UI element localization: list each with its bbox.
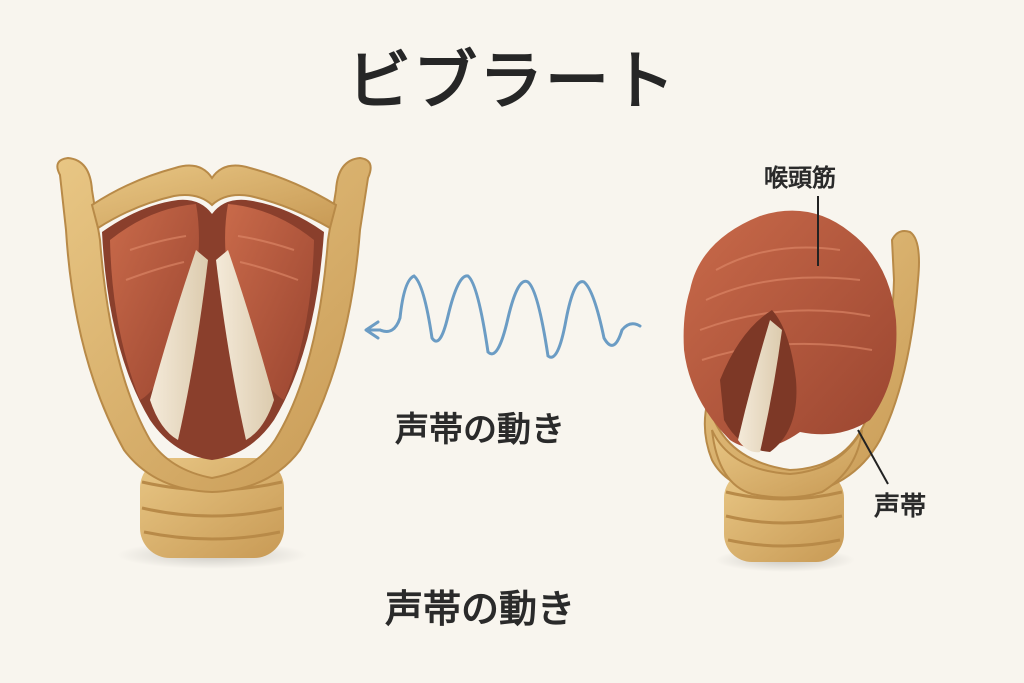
vocal-cord-side-view <box>738 320 782 453</box>
label-laryngeal-muscle: 喉頭筋 <box>764 164 836 192</box>
bottom-caption: 声帯の動き <box>384 587 575 631</box>
label-vocal-cords: 声帯 <box>873 492 926 522</box>
thyroid-cartilage-left <box>56 156 372 494</box>
wave-label: 声帯の動き <box>395 410 565 450</box>
vibration-wave <box>364 274 642 359</box>
page-title: ビブラート <box>347 45 677 119</box>
vocal-cords-left-view <box>150 250 274 440</box>
larynx-side-view <box>683 196 920 572</box>
arrow-left-icon <box>364 320 382 340</box>
cord-pointer-line <box>857 429 889 485</box>
muscle-left-view <box>110 204 314 400</box>
larynx-front-view <box>56 156 372 569</box>
